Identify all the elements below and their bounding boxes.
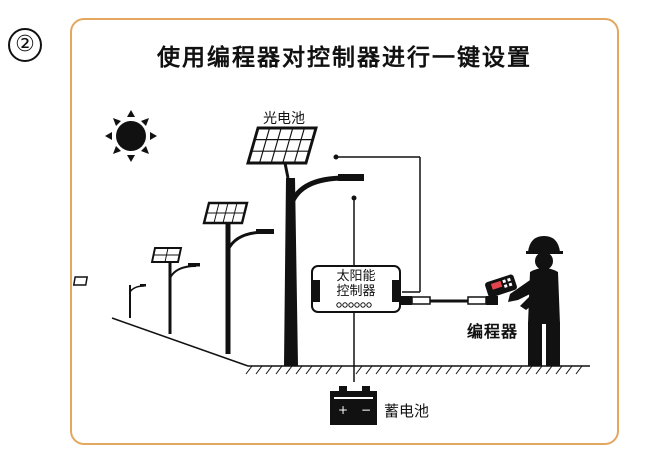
worker-figure bbox=[508, 236, 563, 366]
controller-label-line2: 控制器 bbox=[336, 284, 376, 299]
step-number-badge: ② bbox=[8, 28, 42, 62]
programmer-cable bbox=[400, 296, 498, 305]
content-frame bbox=[70, 18, 619, 445]
slope-line bbox=[111, 317, 249, 367]
programmer-label: 编程器 bbox=[467, 322, 519, 341]
street-lamp-main bbox=[246, 126, 364, 366]
battery-label: 蓄电池 bbox=[384, 402, 430, 420]
battery-minus-sign: − bbox=[361, 403, 371, 417]
programmer-device-icon bbox=[485, 274, 517, 298]
street-lamp-4 bbox=[150, 247, 200, 334]
sun-icon bbox=[105, 110, 157, 162]
solar-controller-box bbox=[311, 265, 401, 313]
battery-icon: + − bbox=[330, 386, 377, 425]
controller-label-line1: 太阳能 bbox=[336, 269, 376, 284]
battery-plus-sign: + bbox=[338, 403, 348, 417]
solar-panel-label: 光电池 bbox=[263, 111, 305, 127]
street-lamp-5 bbox=[72, 276, 146, 318]
wire-node bbox=[333, 154, 339, 160]
wire-node bbox=[351, 195, 357, 201]
street-lamp-3 bbox=[202, 201, 274, 354]
diagram-title: 使用编程器对控制器进行一键设置 bbox=[157, 45, 532, 71]
wiring bbox=[336, 156, 421, 382]
ground-line bbox=[245, 365, 590, 375]
